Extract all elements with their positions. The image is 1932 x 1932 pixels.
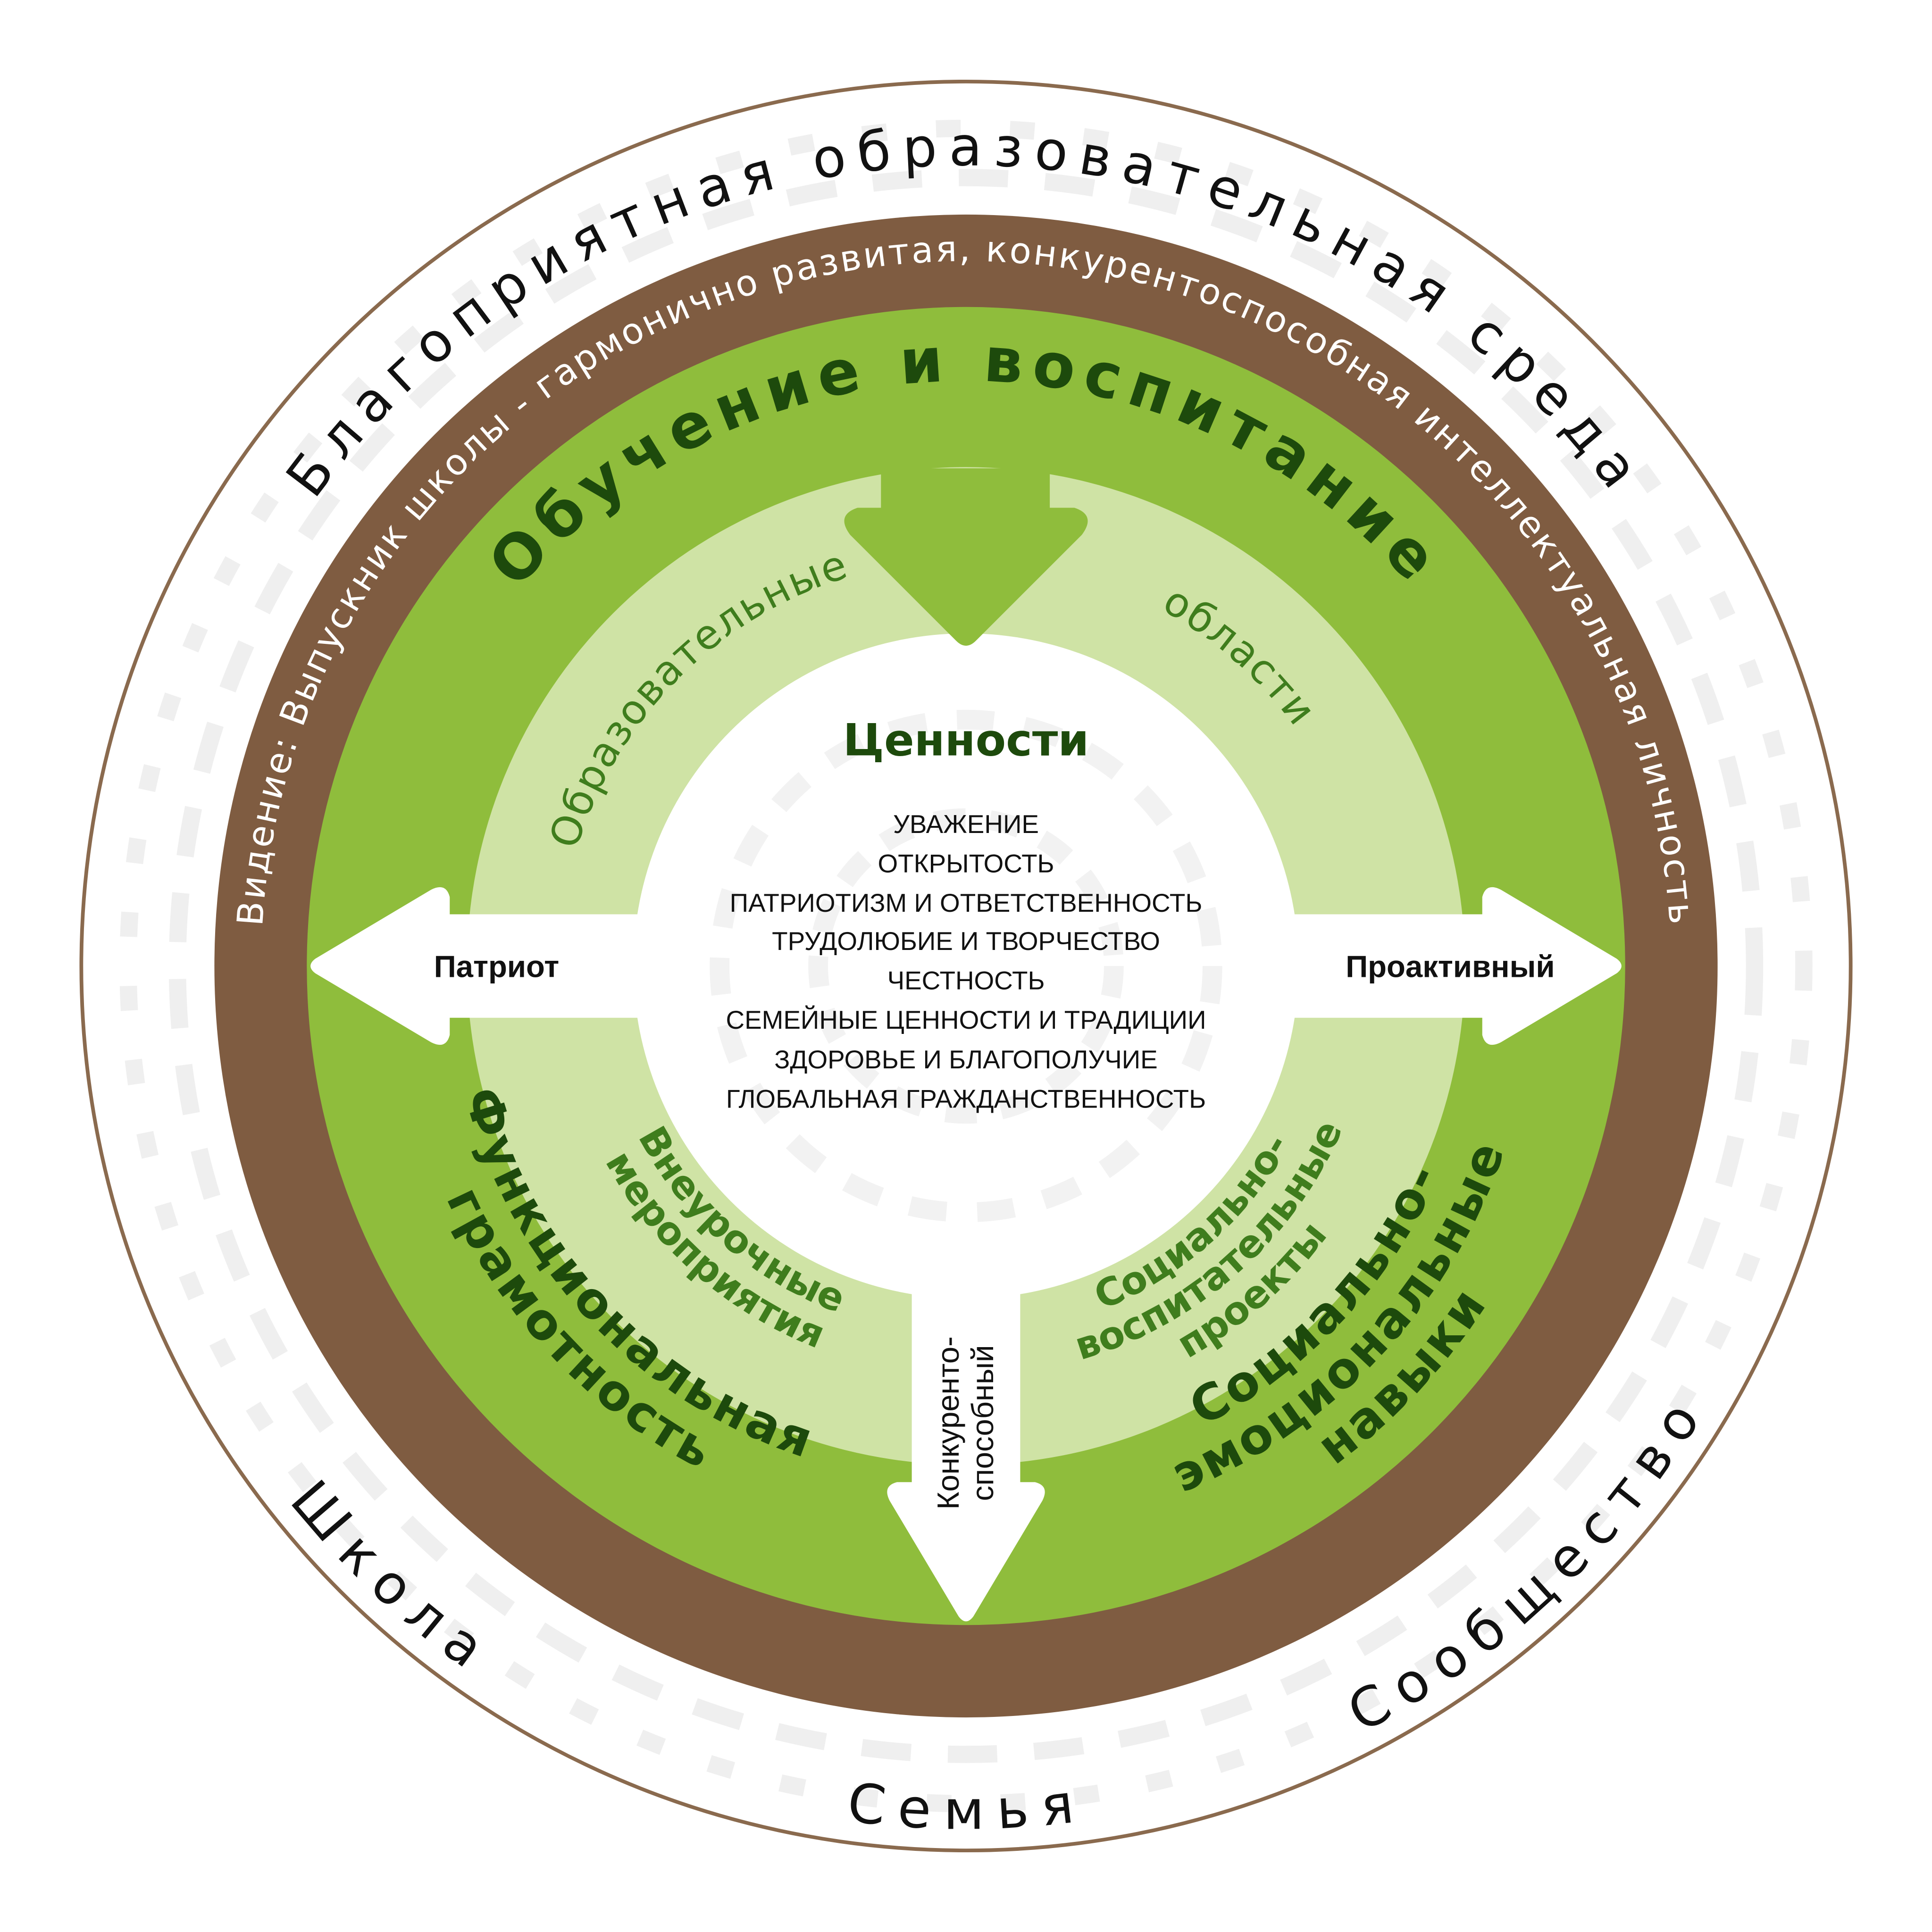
- left-arrow: [310, 887, 641, 1045]
- value-item: ТРУДОЛЮБИЕ И ТВОРЧЕСТВО: [772, 926, 1160, 956]
- values-center: [633, 633, 1299, 1299]
- value-item: ГЛОБАЛЬНАЯ ГРАЖДАНСТВЕННОСТЬ: [726, 1084, 1206, 1113]
- values-list: УВАЖЕНИЕ ОТКРЫТОСТЬ ПАТРИОТИЗМ И ОТВЕТСТ…: [726, 809, 1206, 1113]
- value-item: ЗДОРОВЬЕ И БЛАГОПОЛУЧИЕ: [774, 1045, 1157, 1074]
- bottom-arrow: [887, 1291, 1045, 1622]
- label-competitive-line1: Конкуренто-: [931, 1336, 965, 1509]
- label-family: Семья: [845, 1771, 1088, 1842]
- right-arrow: [1291, 887, 1622, 1045]
- label-proactive: Проактивный: [1346, 949, 1555, 984]
- value-item: ОТКРЫТОСТЬ: [878, 849, 1054, 878]
- value-item: ЧЕСТНОСТЬ: [887, 966, 1045, 995]
- center-ornament: [710, 709, 1222, 1223]
- label-competitive: Конкуренто- способный: [931, 1336, 1000, 1509]
- value-item: УВАЖЕНИЕ: [893, 809, 1039, 839]
- value-item: ПАТРИОТИЗМ И ОТВЕТСТВЕННОСТЬ: [730, 888, 1203, 917]
- top-arrow: [844, 468, 1088, 646]
- ornament-pattern: [119, 119, 1813, 1813]
- label-competitive-line2: способный: [965, 1345, 1000, 1501]
- values-title: Ценности: [843, 715, 1089, 766]
- value-item: СЕМЕЙНЫЕ ЦЕННОСТИ И ТРАДИЦИИ: [726, 1005, 1206, 1034]
- label-patriot: Патриот: [434, 949, 559, 984]
